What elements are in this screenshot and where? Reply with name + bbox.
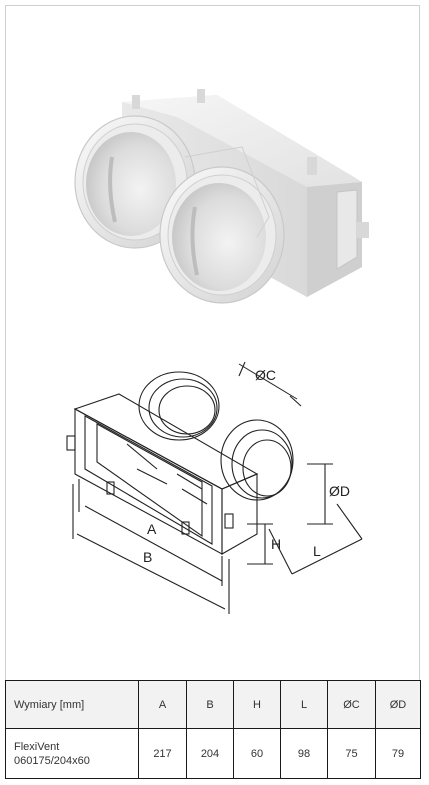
dim-label-a: A xyxy=(147,521,157,537)
value-a: 217 xyxy=(138,728,187,779)
value-c: 75 xyxy=(327,728,376,779)
product-photo xyxy=(74,89,369,304)
value-d: 79 xyxy=(375,728,421,779)
value-h: 60 xyxy=(233,728,281,779)
product-name-cell: FlexiVent 060175/204x60 xyxy=(5,728,139,779)
header-c: ØC xyxy=(327,680,376,729)
header-l: L xyxy=(280,680,328,729)
header-dimensions: Wymiary [mm] xyxy=(5,680,139,729)
value-l: 98 xyxy=(280,728,328,779)
dim-label-d: ØD xyxy=(329,483,350,499)
header-d: ØD xyxy=(375,680,421,729)
technical-drawing: ØC ØD L H A B xyxy=(66,361,363,614)
dimensions-table: Wymiary [mm] A B H L ØC ØD FlexiVent 060… xyxy=(5,680,421,779)
product-card: ØC ØD L H A B xyxy=(5,5,420,777)
dim-label-c: ØC xyxy=(255,367,276,383)
header-a: A xyxy=(138,680,187,729)
table-header-row: Wymiary [mm] A B H L ØC ØD xyxy=(5,680,421,729)
product-name-line1: FlexiVent xyxy=(14,740,60,753)
dim-label-b: B xyxy=(143,549,152,565)
header-b: B xyxy=(186,680,234,729)
product-name-line2: 060175/204x60 xyxy=(14,754,90,767)
table-row: FlexiVent 060175/204x60 217 204 60 98 75… xyxy=(5,728,421,779)
dim-label-h: H xyxy=(271,536,281,552)
header-h: H xyxy=(233,680,281,729)
dim-label-l: L xyxy=(313,543,321,559)
value-b: 204 xyxy=(186,728,234,779)
